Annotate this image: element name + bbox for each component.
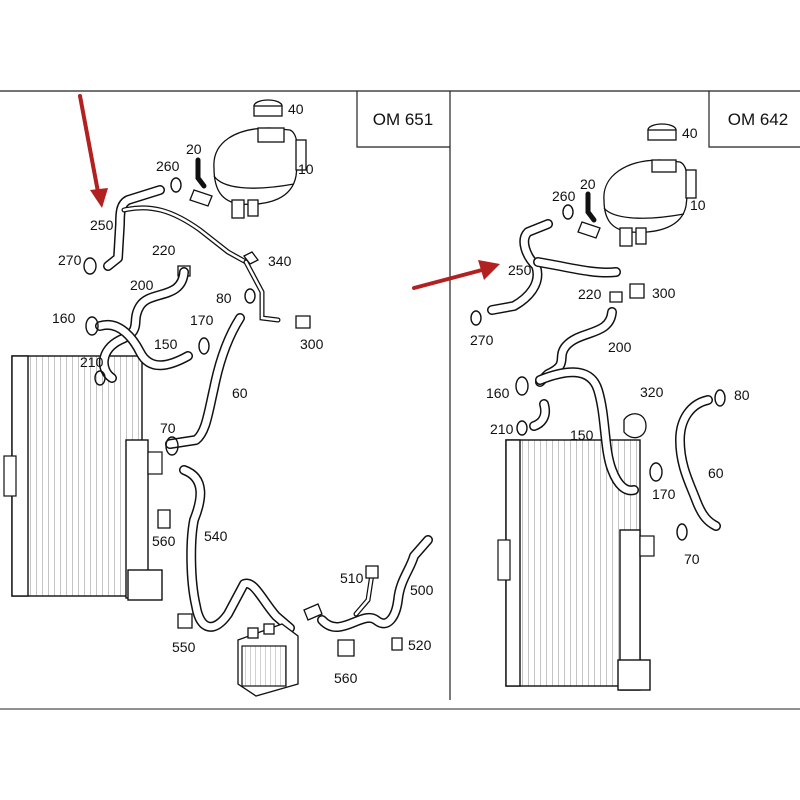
part-number-label: 170 bbox=[190, 312, 214, 328]
o-ring-70-om642 bbox=[676, 523, 688, 541]
clamp-300-om651 bbox=[295, 315, 311, 329]
bracket-20-om651 bbox=[189, 157, 213, 207]
clip-550-om651 bbox=[177, 613, 193, 629]
part-number-label: 210 bbox=[80, 354, 104, 370]
part-number-label: 250 bbox=[508, 262, 532, 278]
o-ring-170-om651 bbox=[198, 337, 210, 355]
radiator-om642 bbox=[497, 439, 655, 691]
part-number-label: 270 bbox=[58, 252, 82, 268]
part-number-label: 70 bbox=[160, 420, 176, 436]
part-number-label: 170 bbox=[652, 486, 676, 502]
clip-320-om642 bbox=[623, 413, 647, 439]
part-number-label: 10 bbox=[690, 197, 706, 213]
highlight-arrow-om651 bbox=[78, 94, 108, 208]
o-ring-270-om642 bbox=[470, 310, 482, 326]
part-number-label: 540 bbox=[204, 528, 228, 544]
hose-150-200-om651 bbox=[95, 267, 193, 383]
part-number-label: 150 bbox=[154, 336, 178, 352]
o-ring-260-om651 bbox=[170, 177, 182, 193]
part-number-label: 10 bbox=[298, 161, 314, 177]
part-number-label: 550 bbox=[172, 639, 196, 655]
oil-cooler-om651 bbox=[237, 623, 299, 697]
part-number-label: 80 bbox=[216, 290, 232, 306]
radiator-om651 bbox=[3, 355, 163, 601]
clip-510-om651 bbox=[365, 565, 379, 579]
part-number-label: 340 bbox=[268, 253, 292, 269]
part-number-label: 160 bbox=[52, 310, 76, 326]
part-number-label: 500 bbox=[410, 582, 434, 598]
hose-150-200-om642 bbox=[529, 307, 639, 496]
tank-cap-om642 bbox=[647, 123, 677, 141]
part-number-label: 520 bbox=[408, 637, 432, 653]
o-ring-270-om651 bbox=[83, 257, 97, 275]
hose-540-om651 bbox=[179, 465, 295, 633]
o-ring-170-om642 bbox=[649, 462, 663, 482]
screw-340-om651 bbox=[243, 251, 259, 265]
part-number-label: 510 bbox=[340, 570, 364, 586]
part-number-label: 40 bbox=[288, 101, 304, 117]
hose-250-om651 bbox=[103, 185, 281, 323]
bracket-20-om642 bbox=[577, 191, 601, 239]
part-number-label: 560 bbox=[152, 533, 176, 549]
part-number-label: 200 bbox=[608, 339, 632, 355]
part-number-label: 200 bbox=[130, 277, 154, 293]
part-labels-om651: 40 20 260 10 250 220 270 340 200 80 160 170 300 150 21… bbox=[52, 101, 434, 686]
part-number-label: 70 bbox=[684, 551, 700, 567]
clip-560-om651 bbox=[157, 509, 171, 529]
part-number-label: 150 bbox=[570, 427, 594, 443]
o-ring-70-om651 bbox=[165, 436, 179, 456]
part-number-label: 160 bbox=[486, 385, 510, 401]
highlight-arrow-om642 bbox=[412, 260, 500, 290]
part-number-label: 220 bbox=[578, 286, 602, 302]
hose-60-om651 bbox=[165, 313, 245, 449]
panel-title-box-om642: OM 642 bbox=[708, 91, 800, 148]
hose-250-om642 bbox=[487, 219, 621, 315]
clip-220-om642 bbox=[609, 291, 623, 303]
part-number-label: 20 bbox=[580, 176, 596, 192]
clip-560b-om651 bbox=[337, 639, 355, 657]
o-ring-80-om651 bbox=[244, 288, 256, 304]
part-number-label: 300 bbox=[300, 336, 324, 352]
o-ring-210-om642 bbox=[516, 420, 528, 436]
tank-cap-om651 bbox=[253, 99, 283, 117]
panel-title-om642: OM 642 bbox=[728, 110, 788, 129]
part-number-label: 320 bbox=[640, 384, 664, 400]
part-number-label: 60 bbox=[232, 385, 248, 401]
part-number-label: 60 bbox=[708, 465, 724, 481]
expansion-tank-om651 bbox=[213, 127, 307, 219]
part-number-label: 20 bbox=[186, 141, 202, 157]
bolt-520-om651 bbox=[391, 637, 403, 651]
hose-500-om651 bbox=[317, 535, 433, 632]
part-number-label: 260 bbox=[552, 188, 576, 204]
part-number-label: 80 bbox=[734, 387, 750, 403]
part-number-label: 300 bbox=[652, 285, 676, 301]
o-ring-210-om651 bbox=[94, 370, 106, 386]
part-number-label: 270 bbox=[470, 332, 494, 348]
panel-title-box-om651: OM 651 bbox=[356, 91, 450, 148]
clamp-300-om642 bbox=[629, 283, 645, 299]
o-ring-260-om642 bbox=[562, 204, 574, 220]
part-number-label: 220 bbox=[152, 242, 176, 258]
part-number-label: 210 bbox=[490, 421, 514, 437]
bracket-om651 bbox=[303, 603, 323, 621]
part-number-label: 260 bbox=[156, 158, 180, 174]
o-ring-160-om651 bbox=[85, 316, 99, 336]
o-ring-160-om642 bbox=[515, 376, 529, 396]
part-number-label: 250 bbox=[90, 217, 114, 233]
panel-title-om651: OM 651 bbox=[373, 110, 433, 129]
o-ring-80-om642 bbox=[714, 389, 726, 407]
expansion-tank-om642 bbox=[603, 159, 697, 247]
part-number-label: 40 bbox=[682, 125, 698, 141]
part-number-label: 560 bbox=[334, 670, 358, 686]
hose-60-om642 bbox=[675, 395, 721, 531]
